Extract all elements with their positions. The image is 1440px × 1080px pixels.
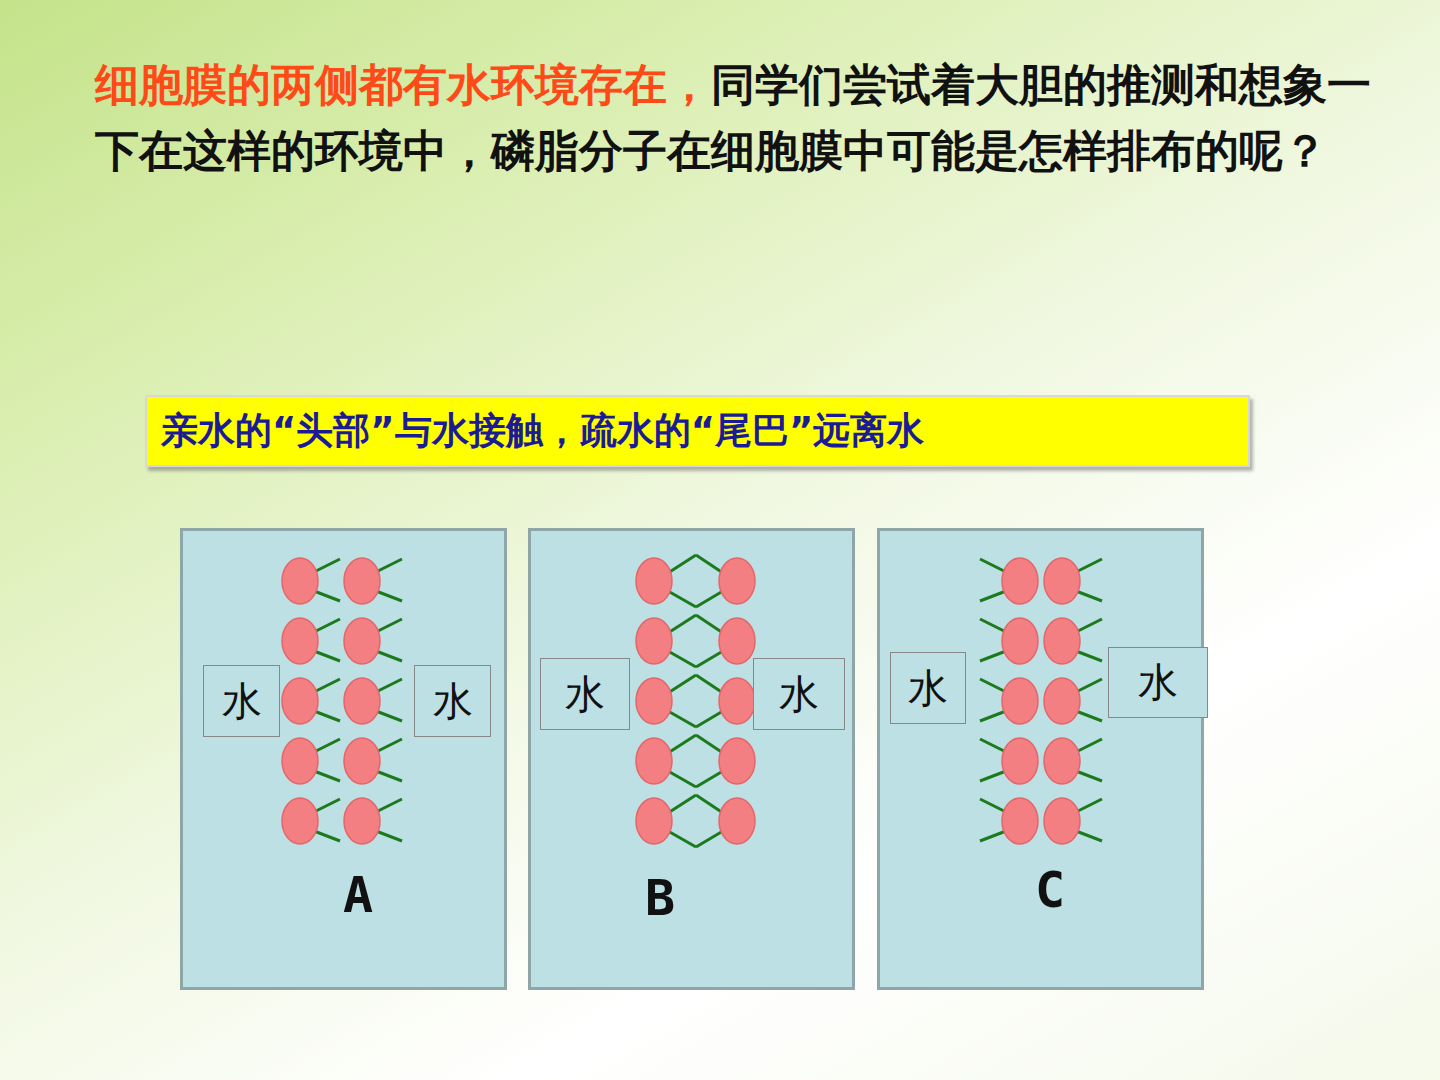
phospholipid-head — [1044, 558, 1080, 604]
water-label: 水 — [908, 661, 948, 716]
phospholipid-head — [1002, 558, 1038, 604]
phospholipid-layer — [531, 531, 852, 987]
option-panel: A 水 水 — [180, 528, 507, 990]
phospholipid-tail — [696, 591, 723, 607]
option-panel: C 水 水 — [877, 528, 1204, 990]
hint-text: 亲水的“头部”与水接触，疏水的“尾巴”远离水 — [161, 406, 924, 456]
phospholipid-head — [282, 738, 318, 784]
phospholipid-head — [344, 678, 380, 724]
phospholipid-tail — [668, 675, 696, 693]
phospholipid-tail — [696, 651, 723, 667]
phospholipid-head — [636, 798, 672, 844]
phospholipid-tail — [376, 591, 402, 601]
phospholipid-head — [282, 558, 318, 604]
water-label: 水 — [1138, 655, 1178, 710]
phospholipid-tail — [980, 831, 1006, 841]
phospholipid-head — [636, 738, 672, 784]
phospholipid-tail — [696, 831, 723, 847]
phospholipid-tail — [696, 795, 723, 813]
phospholipid-tail — [668, 771, 696, 787]
phospholipid-head — [282, 618, 318, 664]
phospholipid-tail — [376, 831, 402, 841]
phospholipid-head — [719, 618, 755, 664]
hint-band: 亲水的“头部”与水接触，疏水的“尾巴”远离水 — [145, 395, 1250, 467]
phospholipid-tail — [668, 711, 696, 727]
water-label: 水 — [779, 667, 819, 722]
phospholipid-head — [1002, 738, 1038, 784]
phospholipid-head — [344, 798, 380, 844]
phospholipid-head — [1044, 798, 1080, 844]
phospholipid-tail — [980, 591, 1006, 601]
phospholipid-tail — [1076, 591, 1102, 601]
phospholipid-head — [344, 558, 380, 604]
phospholipid-head — [1044, 678, 1080, 724]
phospholipid-head — [344, 618, 380, 664]
phospholipid-head — [344, 738, 380, 784]
phospholipid-tail — [696, 555, 723, 573]
phospholipid-head — [1002, 798, 1038, 844]
phospholipid-tail — [668, 831, 696, 847]
option-panel: B 水 水 — [528, 528, 855, 990]
phospholipid-tail — [376, 711, 402, 721]
phospholipid-tail — [668, 591, 696, 607]
water-box: 水 — [203, 665, 280, 737]
phospholipid-tail — [376, 771, 402, 781]
phospholipid-tail — [668, 555, 696, 573]
phospholipid-tail — [668, 615, 696, 633]
phospholipid-tail — [696, 711, 723, 727]
phospholipid-head — [719, 798, 755, 844]
phospholipid-tail — [980, 711, 1006, 721]
phospholipid-head — [719, 678, 755, 724]
water-box: 水 — [540, 658, 630, 730]
phospholipid-head — [636, 678, 672, 724]
phospholipid-tail — [668, 651, 696, 667]
phospholipid-tail — [314, 771, 340, 781]
phospholipid-tail — [668, 795, 696, 813]
phospholipid-tail — [314, 831, 340, 841]
phospholipid-tail — [696, 771, 723, 787]
phospholipid-tail — [376, 651, 402, 661]
phospholipid-tail — [1076, 771, 1102, 781]
option-letter: A — [343, 866, 373, 924]
water-box: 水 — [1108, 647, 1208, 718]
phospholipid-head — [1002, 618, 1038, 664]
phospholipid-head — [282, 678, 318, 724]
slide-heading: 细胞膜的两侧都有水环境存在，同学们尝试着大胆的推测和想象一下在这样的环境中，磷脂… — [95, 52, 1395, 184]
phospholipid-tail — [1076, 711, 1102, 721]
phospholipid-head — [636, 558, 672, 604]
water-label: 水 — [433, 674, 473, 729]
water-label: 水 — [222, 674, 262, 729]
highlight-text: 细胞膜的两侧都有水环境存在， — [95, 59, 711, 110]
phospholipid-tail — [314, 711, 340, 721]
phospholipid-tail — [980, 651, 1006, 661]
phospholipid-tail — [1076, 831, 1102, 841]
phospholipid-tail — [696, 615, 723, 633]
phospholipid-tail — [980, 771, 1006, 781]
phospholipid-head — [282, 798, 318, 844]
phospholipid-head — [719, 738, 755, 784]
phospholipid-tail — [696, 735, 723, 753]
phospholipid-head — [719, 558, 755, 604]
option-letter: B — [645, 869, 675, 927]
phospholipid-head — [1002, 678, 1038, 724]
phospholipid-head — [1044, 618, 1080, 664]
phospholipid-head — [1044, 738, 1080, 784]
water-label: 水 — [565, 667, 605, 722]
phospholipid-tail — [314, 591, 340, 601]
phospholipid-tail — [1076, 651, 1102, 661]
option-letter: C — [1035, 861, 1065, 919]
phospholipid-tail — [696, 675, 723, 693]
phospholipid-head — [636, 618, 672, 664]
phospholipid-tail — [314, 651, 340, 661]
phospholipid-tail — [668, 735, 696, 753]
water-box: 水 — [753, 658, 845, 730]
water-box: 水 — [414, 665, 491, 737]
water-box: 水 — [890, 652, 966, 724]
